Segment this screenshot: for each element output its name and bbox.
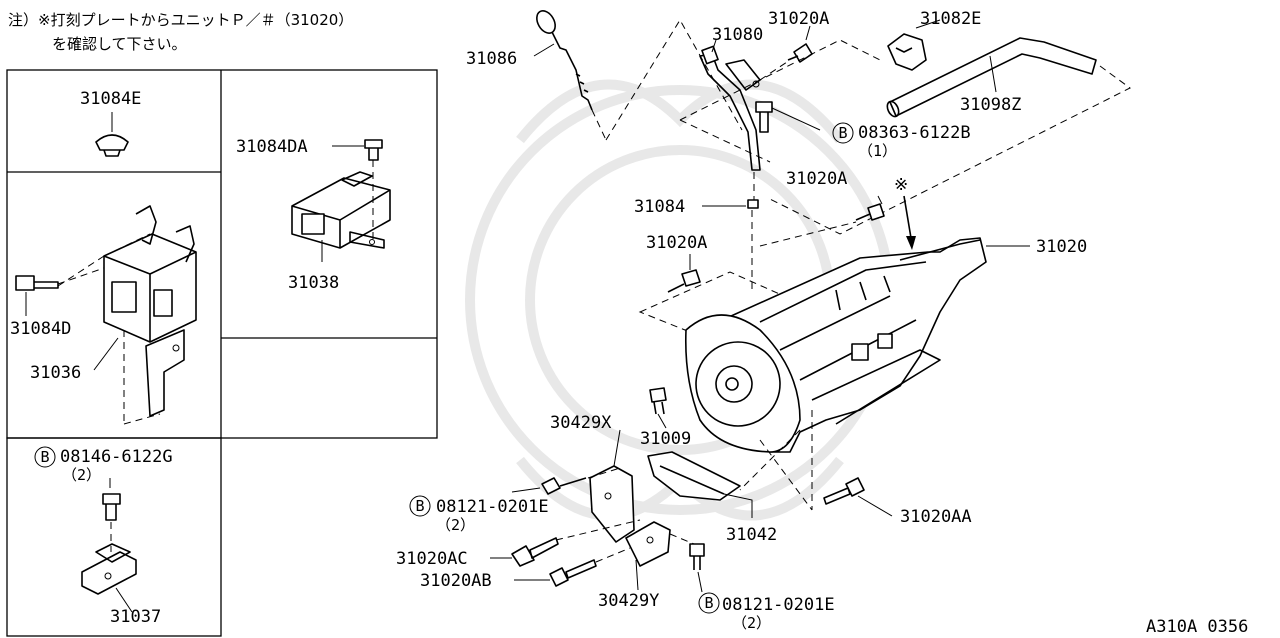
inset-boxes bbox=[6, 69, 438, 637]
callout-31042: 31042 bbox=[726, 525, 777, 545]
callout-31084: 31084 bbox=[634, 197, 685, 217]
callout-31037: 31037 bbox=[110, 607, 161, 627]
cover-31042 bbox=[647, 429, 801, 518]
bolt-31020AA bbox=[759, 410, 893, 517]
callout-31084DA: 31084DA bbox=[236, 137, 308, 157]
callout-08121-b-qty: （2） bbox=[732, 614, 771, 632]
callout-31020AB: 31020AB bbox=[420, 571, 492, 591]
control-unit-31036 bbox=[15, 205, 197, 425]
callout-31020A-left: 31020A bbox=[646, 233, 707, 253]
svg-text:B: B bbox=[838, 124, 847, 142]
note-line-1: 注）※打刻プレートからユニットＰ／＃（31020） bbox=[8, 11, 354, 29]
hose-31098Z bbox=[679, 37, 1131, 235]
bolt-08121-b bbox=[669, 533, 705, 593]
callout-30429Y: 30429Y bbox=[598, 591, 659, 611]
bolt-08363-6122B bbox=[755, 101, 821, 133]
callout-08363-6122B: 08363-6122B bbox=[858, 123, 971, 143]
callout-31038: 31038 bbox=[288, 273, 339, 293]
svg-text:B: B bbox=[704, 594, 713, 612]
callout-31020AA: 31020AA bbox=[900, 507, 972, 527]
callout-31080: 31080 bbox=[712, 25, 763, 45]
callout-08146-6122G: 08146-6122G bbox=[60, 447, 173, 467]
bolt-31020A-top bbox=[759, 25, 813, 81]
callout-31082E: 31082E bbox=[920, 9, 981, 29]
callout-31020A-mid: 31020A bbox=[786, 169, 847, 189]
bracket-30429X bbox=[589, 429, 635, 543]
callout-08121-b: 08121-0201E bbox=[722, 595, 835, 615]
callout-31036: 31036 bbox=[30, 363, 81, 383]
callout-30429X: 30429X bbox=[550, 413, 612, 433]
callout-31020: 31020 bbox=[1036, 237, 1087, 257]
clip-31084E bbox=[95, 112, 129, 157]
callout-31020AC: 31020AC bbox=[396, 549, 468, 569]
clip-31082E bbox=[887, 19, 941, 71]
bolt-31009 bbox=[649, 387, 667, 429]
note-line-2: を確認して下さい。 bbox=[52, 35, 187, 53]
bolt-31020AB bbox=[514, 547, 631, 587]
marker-symbol: ※ bbox=[894, 175, 908, 195]
filler-tube-31080 bbox=[699, 39, 761, 290]
bracket-31037 bbox=[81, 478, 137, 613]
bracket-30429Y bbox=[625, 521, 671, 591]
bolt-prefix-icon-08363: B bbox=[832, 122, 854, 144]
bolt-31020A-mid bbox=[759, 195, 885, 247]
callout-31020A-top: 31020A bbox=[768, 9, 829, 29]
callout-08146-qty: （2） bbox=[62, 466, 101, 484]
svg-text:B: B bbox=[415, 497, 424, 515]
bolt-08121-a bbox=[511, 467, 621, 495]
transmission-31020 bbox=[684, 195, 1030, 453]
callout-08121-a-qty: （2） bbox=[436, 516, 475, 534]
footer-code: A310A 0356 bbox=[1146, 617, 1248, 637]
svg-text:B: B bbox=[40, 448, 49, 466]
callout-08121-a: 08121-0201E bbox=[436, 497, 549, 517]
bolt-prefix-icon-08121-a: B bbox=[409, 495, 431, 517]
bolt-prefix-icon-08146: B bbox=[34, 446, 56, 468]
bolt-prefix-icon-08121-b: B bbox=[698, 592, 720, 614]
relay-31038 bbox=[291, 139, 391, 262]
callout-31084E: 31084E bbox=[80, 89, 141, 109]
callout-31098Z: 31098Z bbox=[960, 95, 1021, 115]
callout-31084D: 31084D bbox=[10, 319, 71, 339]
callout-31086: 31086 bbox=[466, 49, 517, 69]
callout-08363-qty: （1） bbox=[858, 142, 897, 160]
bolt-31020AC bbox=[490, 519, 641, 567]
callout-31009: 31009 bbox=[640, 429, 691, 449]
dipstick-31086 bbox=[533, 10, 743, 141]
